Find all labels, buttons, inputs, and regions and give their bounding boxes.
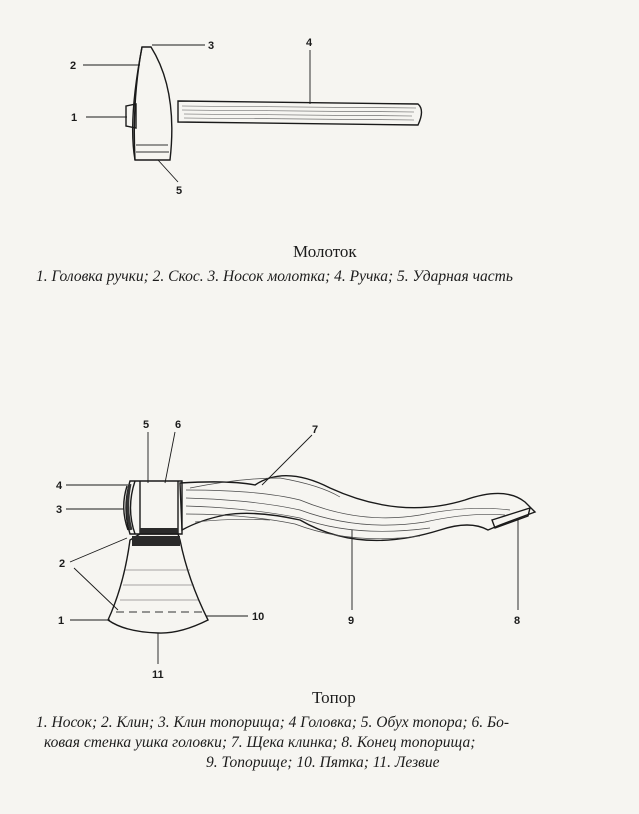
hammer-label-2: 2 (70, 60, 76, 72)
axe-label-1: 1 (58, 615, 64, 627)
axe-caption-line-3: 9. Топорище; 10. Пятка; 11. Лезвие (206, 754, 440, 771)
axe-label-10: 10 (252, 611, 264, 623)
hammer-caption: 1. Головка ручки; 2. Скос. 3. Носок моло… (36, 268, 513, 285)
axe-caption-line-2: ковая стенка ушка головки; 7. Щека клинк… (44, 734, 476, 751)
axe-label-2: 2 (59, 558, 65, 570)
axe-label-9: 9 (348, 615, 354, 627)
axe-label-5: 5 (143, 419, 149, 431)
axe-label-3: 3 (56, 504, 62, 516)
hammer-title: Молоток (293, 242, 357, 261)
axe-label-7: 7 (312, 424, 318, 436)
axe-caption: 1. Носок; 2. Клин; 3. Клин топорища; 4 Г… (36, 713, 636, 773)
axe-label-11: 11 (152, 669, 164, 681)
axe-label-6: 6 (175, 419, 181, 431)
hammer-label-1: 1 (71, 112, 77, 124)
axe-label-8: 8 (514, 615, 520, 627)
axe-handle (179, 475, 537, 542)
hammer-label-4: 4 (306, 37, 313, 49)
hammer-label-3: 3 (208, 40, 214, 52)
axe-drawing: 4 3 2 1 5 6 7 8 9 10 11 (56, 419, 537, 681)
hammer-label-5: 5 (176, 185, 182, 197)
axe-label-4: 4 (56, 480, 63, 492)
axe-title: Топор (312, 688, 356, 707)
axe-caption-line-1: 1. Носок; 2. Клин; 3. Клин топорища; 4 Г… (36, 714, 510, 731)
hammer-drawing: 1 2 3 4 5 (70, 37, 423, 197)
axe-head (123, 480, 183, 535)
axe-blade (107, 533, 209, 634)
hammer-handle (177, 100, 423, 126)
hammer-head (125, 46, 173, 161)
